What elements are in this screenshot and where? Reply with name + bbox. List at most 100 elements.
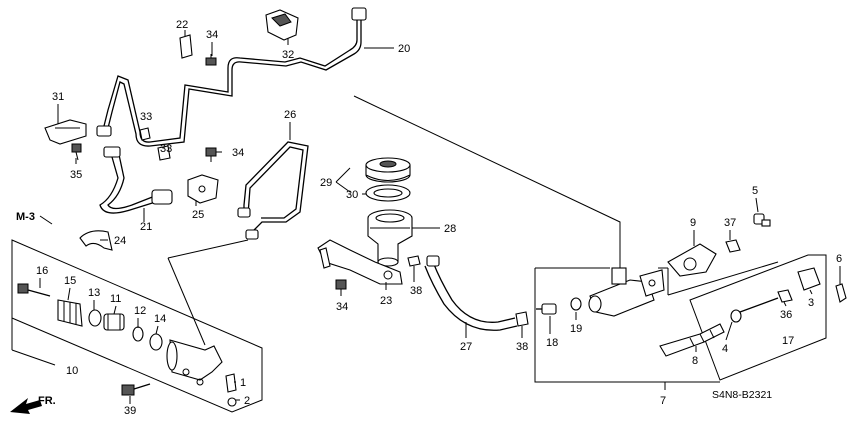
hose-21-fitting-top xyxy=(103,146,121,158)
seal-12 xyxy=(132,326,144,342)
callout-27: 27 xyxy=(460,341,472,353)
callout-25: 25 xyxy=(192,209,204,221)
clamp-32 xyxy=(265,9,299,41)
bracket-31 xyxy=(44,119,87,145)
clip-22 xyxy=(179,34,193,59)
fitting-18 xyxy=(536,303,557,315)
callout-7: 7 xyxy=(660,395,666,407)
callout-21: 21 xyxy=(140,221,152,233)
callout-9: 9 xyxy=(690,217,696,229)
reservoir-hose-27 xyxy=(432,261,516,323)
hose-27-end-clamp xyxy=(426,255,440,267)
callout-11: 11 xyxy=(110,293,121,305)
callout-23: 23 xyxy=(380,295,392,307)
callout-22: 22 xyxy=(176,19,188,31)
callout-19: 19 xyxy=(570,323,582,335)
master-cylinder-body xyxy=(588,267,665,317)
clamp-24 xyxy=(79,230,113,251)
leader-26-to-slave-b xyxy=(167,257,206,346)
callout-32: 32 xyxy=(282,49,294,61)
section-reference: M-3 xyxy=(16,211,35,223)
callout-38-lower: 38 xyxy=(516,341,528,353)
callout-33-upper: 33 xyxy=(140,111,152,123)
callout-18: 18 xyxy=(546,337,558,349)
gasket-9 xyxy=(667,243,717,277)
reservoir-diaphragm-30 xyxy=(365,184,411,202)
push-rod xyxy=(739,297,779,313)
clutch-hose-21-outline xyxy=(107,149,161,210)
pipe-20-flare-nut xyxy=(351,7,367,21)
callout-10: 10 xyxy=(66,365,78,377)
hose-21-fitting-bottom xyxy=(151,189,173,205)
clutch-pipe-26-outline xyxy=(247,146,304,219)
hose-clip-38 xyxy=(515,311,529,327)
nut-4 xyxy=(730,309,742,323)
bolt-34-top xyxy=(205,54,217,66)
fitting-5 xyxy=(753,213,771,227)
callout-4: 4 xyxy=(722,343,728,355)
callout-labels: 22 34 32 20 31 33 33 26 34 35 25 21 24 2… xyxy=(16,19,842,417)
callout-1: 1 xyxy=(240,377,246,389)
clutch-pipe-20-outline xyxy=(106,18,362,147)
bleeder-cap-2 xyxy=(227,397,237,407)
clip-33-upper xyxy=(139,127,151,141)
leader-26-to-slave xyxy=(167,239,249,259)
callout-37: 37 xyxy=(724,217,736,229)
clutch-hose-21 xyxy=(99,149,163,214)
callout-33-lower: 33 xyxy=(160,143,172,155)
bolt-16 xyxy=(17,283,51,297)
reservoir-28 xyxy=(367,209,413,267)
callout-35: 35 xyxy=(70,169,82,181)
callout-20: 20 xyxy=(398,43,410,55)
callout-36: 36 xyxy=(780,309,792,321)
clutch-pipe-26 xyxy=(243,141,309,233)
leader-10b xyxy=(11,349,56,366)
slave-cylinder-assembly-box xyxy=(11,239,263,413)
rod-8 xyxy=(659,323,725,357)
callout-34-lower: 34 xyxy=(336,301,348,313)
seal-14 xyxy=(149,333,163,351)
nut-37 xyxy=(725,239,741,253)
clip-33-lower xyxy=(157,145,171,161)
reservoir-cap-29 xyxy=(365,157,411,183)
bleeder-screw-1 xyxy=(225,373,237,393)
master-cylinder-assembly-box xyxy=(534,268,720,383)
callout-2: 2 xyxy=(244,395,250,407)
callout-13: 13 xyxy=(88,287,100,299)
callout-15: 15 xyxy=(64,275,76,287)
pipe-20-lower-nut xyxy=(96,125,112,137)
callout-6: 6 xyxy=(836,253,842,265)
callout-3: 3 xyxy=(808,297,814,309)
callout-29: 29 xyxy=(320,177,332,189)
piston-11 xyxy=(103,313,125,331)
callout-28: 28 xyxy=(444,223,456,235)
callout-39: 39 xyxy=(124,405,136,417)
bolt-34-mid xyxy=(205,147,217,162)
reservoir-hose-27-outline xyxy=(424,265,518,331)
callout-31: 31 xyxy=(52,91,64,103)
callout-24: 24 xyxy=(114,235,126,247)
reservoir-bracket-23 xyxy=(317,239,403,285)
callout-34-top: 34 xyxy=(206,29,218,41)
bolt-34-lower xyxy=(335,279,347,296)
callout-5: 5 xyxy=(752,185,758,197)
nut-36 xyxy=(777,289,793,303)
bolt-35 xyxy=(71,143,82,161)
bracket-3 xyxy=(797,267,821,291)
callout-8: 8 xyxy=(692,355,698,367)
pipe-26-lower-nut xyxy=(245,229,259,240)
callout-14: 14 xyxy=(154,313,166,325)
callout-34-mid: 34 xyxy=(232,147,244,159)
pin-6 xyxy=(835,283,847,303)
clutch-pipe-20 xyxy=(102,18,358,143)
callout-leaders xyxy=(39,30,841,404)
pipe-26-upper-nut xyxy=(237,207,251,218)
bolt-39 xyxy=(121,383,151,396)
rod-assembly-box xyxy=(689,254,827,381)
diagram-code: S4N8-B2321 xyxy=(712,389,772,401)
callout-38-upper: 38 xyxy=(410,285,422,297)
bracket-25 xyxy=(187,174,219,204)
front-direction-arrow xyxy=(10,398,42,414)
